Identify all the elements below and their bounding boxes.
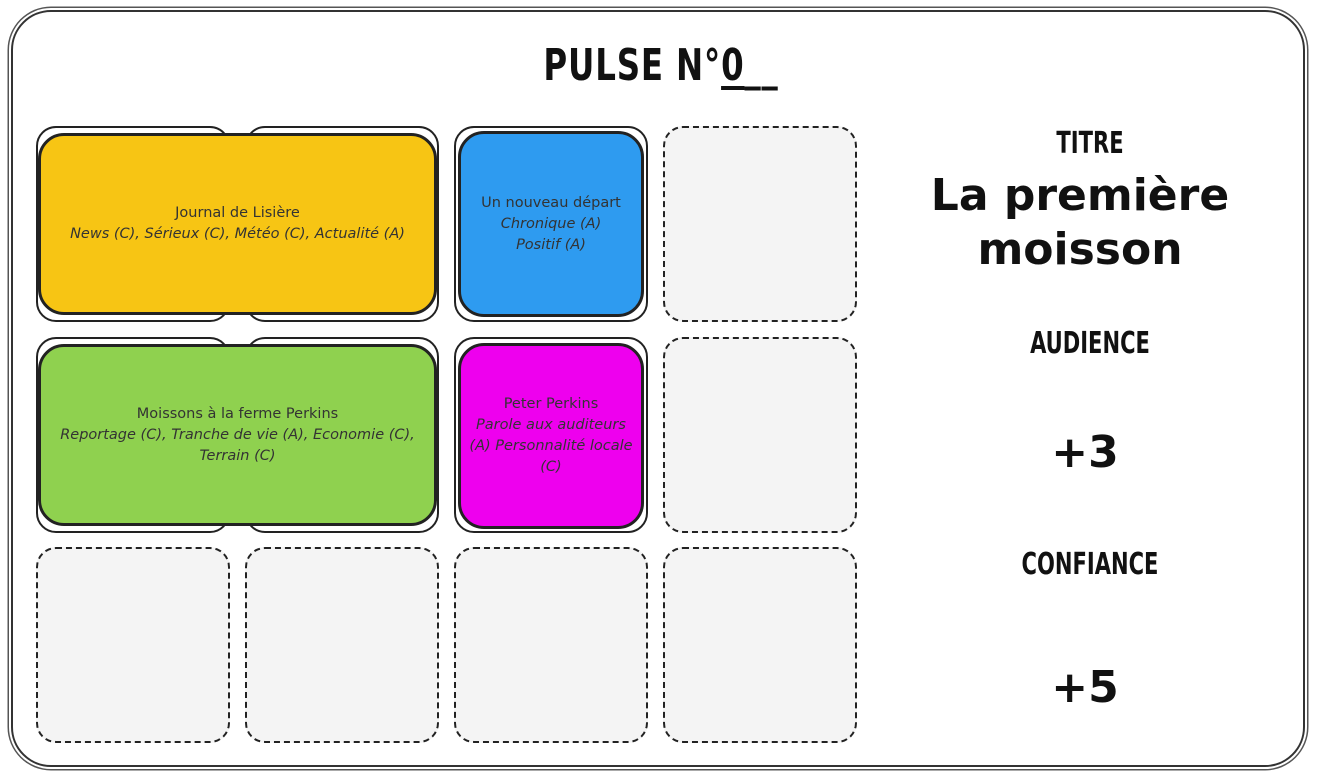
card-tags: Chronique (A) Positif (A): [500, 215, 602, 253]
card-un-nouveau-depart[interactable]: Un nouveau départ Chronique (A) Positif …: [458, 131, 644, 317]
empty-slot[interactable]: [454, 547, 648, 743]
empty-slot[interactable]: [245, 547, 439, 743]
pulse-number[interactable]: 0: [721, 40, 745, 91]
pulse-prefix: PULSE N°: [543, 40, 722, 91]
card-tags: Reportage (C), Tranche de vie (A), Econo…: [60, 426, 415, 464]
card-moissons-ferme-perkins[interactable]: Moissons à la ferme Perkins Reportage (C…: [38, 344, 437, 526]
pulse-suffix: __: [744, 40, 779, 91]
card-tags: News (C), Sérieux (C), Météo (C), Actual…: [70, 226, 405, 242]
card-title: Journal de Lisière: [175, 205, 300, 221]
titre-label: TITRE: [1056, 126, 1124, 161]
empty-slot[interactable]: [36, 547, 230, 743]
card-title: Moissons à la ferme Perkins: [136, 405, 339, 422]
confiance-label: CONFIANCE: [1021, 547, 1159, 582]
empty-slot[interactable]: [663, 547, 857, 743]
empty-slot[interactable]: [663, 337, 857, 533]
titre-value[interactable]: La première moisson: [930, 170, 1230, 275]
card-journal-de-lisiere[interactable]: Journal de Lisière News (C), Sérieux (C)…: [38, 133, 437, 315]
empty-slot[interactable]: [663, 126, 857, 322]
audience-label: AUDIENCE: [1030, 326, 1150, 361]
card-title: Un nouveau départ: [481, 194, 621, 211]
card-title: Peter Perkins: [503, 396, 599, 412]
pulse-title: PULSE N°0__: [119, 40, 1203, 91]
confiance-value[interactable]: +5: [1051, 662, 1119, 713]
audience-value[interactable]: +3: [1051, 427, 1119, 478]
card-tags: Parole aux auditeurs (A) Personnalité lo…: [469, 417, 633, 475]
card-peter-perkins[interactable]: Peter Perkins Parole aux auditeurs (A) P…: [458, 343, 644, 529]
